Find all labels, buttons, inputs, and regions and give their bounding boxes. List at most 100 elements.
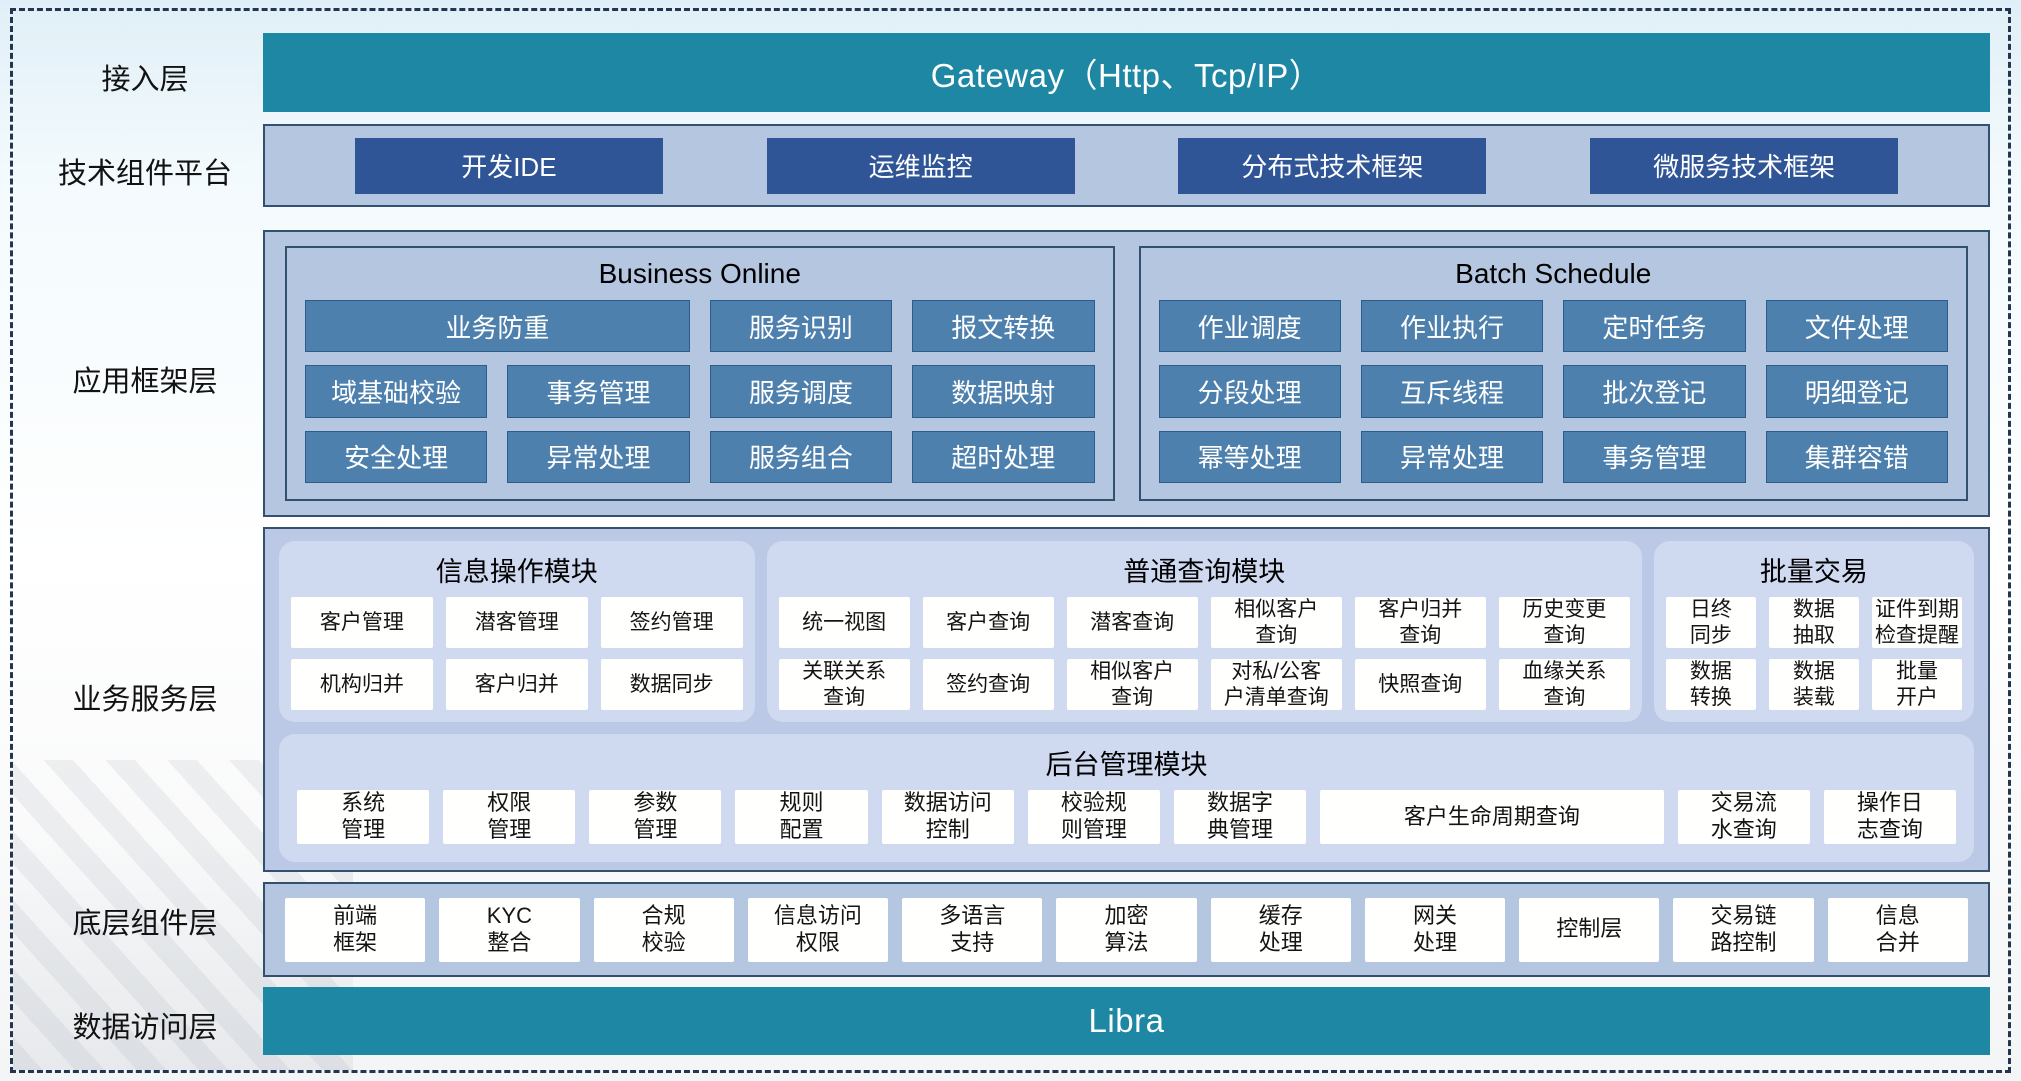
panel-title: Business Online (598, 258, 801, 289)
framework-module-box: 文件处理 (1765, 300, 1948, 353)
framework-module-box: 事务管理 (1563, 430, 1746, 483)
base-component-box: 信息 合并 (1827, 897, 1968, 962)
business-service-band: 信息操作模块客户管理潜客管理签约管理机构归并客户归并数据同步 普通查询模块统一视图… (263, 527, 1990, 872)
module-card: 信息操作模块客户管理潜客管理签约管理机构归并客户归并数据同步 (279, 541, 755, 723)
panel-business-online: Business Online 业务防重服务识别报文转换域基础校验事务管理服务调… (285, 246, 1115, 501)
service-box: 客户查询 (922, 597, 1054, 649)
service-box: 关联关系 查询 (778, 659, 910, 711)
module-card: 普通查询模块统一视图客户查询潜客查询相似客户 查询客户归并 查询历史变更 查询关… (766, 541, 1642, 723)
module-card: 批量交易日终 同步数据 抽取证件到期 检查提醒数据 转换数据 装载批量 开户 (1653, 541, 1974, 723)
layer-label-tech: 技术组件平台 (57, 158, 232, 190)
framework-module-box: 业务防重 (305, 300, 690, 353)
service-box: 客户归并 (445, 659, 588, 711)
framework-module-box: 作业执行 (1360, 300, 1544, 353)
service-box: 潜客查询 (1066, 597, 1198, 649)
service-box: 数据 抽取 (1768, 597, 1859, 649)
service-box: 签约查询 (922, 659, 1054, 711)
libra-bar: Libra (263, 987, 1990, 1055)
layer-label-base: 底层组件层 (72, 908, 218, 940)
panel-title: Batch Schedule (1455, 258, 1652, 289)
base-component-box: 控制层 (1519, 897, 1660, 962)
framework-module-box: 超时处理 (912, 430, 1095, 483)
framework-module-box: 分段处理 (1158, 365, 1341, 418)
service-box: 客户生命周期查询 (1320, 790, 1664, 845)
framework-module-box: 域基础校验 (305, 365, 488, 418)
framework-module-box: 数据映射 (912, 365, 1095, 418)
framework-module-box: 服务调度 (709, 365, 893, 418)
service-box: 相似客户 查询 (1210, 597, 1342, 649)
app-framework-band: Business Online 业务防重服务识别报文转换域基础校验事务管理服务调… (263, 230, 1990, 517)
admin-buttons-row: 系统 管理权限 管理参数 管理规则 配置数据访问 控制校验规 则管理数据字 典管… (291, 790, 1962, 850)
panel-batch-schedule: Batch Schedule 作业调度作业执行定时任务文件处理分段处理互斥线程批… (1138, 246, 1968, 501)
framework-module-box: 服务识别 (709, 300, 893, 353)
framework-module-box: 事务管理 (507, 365, 690, 418)
service-box: 规则 配置 (735, 790, 868, 845)
service-box: 数据访问 控制 (881, 790, 1014, 845)
framework-module-box: 作业调度 (1158, 300, 1341, 353)
layer-label-biz: 业务服务层 (72, 684, 218, 716)
framework-module-box: 明细登记 (1765, 365, 1948, 418)
service-box: 客户管理 (291, 597, 433, 649)
framework-module-box: 异常处理 (1360, 430, 1544, 483)
tech-component-box: 开发IDE (354, 137, 663, 194)
layer-label-data: 数据访问层 (72, 1012, 218, 1044)
base-component-box: 加密 算法 (1056, 897, 1197, 962)
layer-label-app: 应用框架层 (72, 366, 218, 398)
framework-module-box: 定时任务 (1563, 300, 1746, 353)
layer-label-access: 接入层 (101, 64, 189, 96)
service-box: 机构归并 (291, 659, 433, 711)
service-box: 签约管理 (600, 597, 743, 649)
base-component-box: 多语言 支持 (902, 897, 1043, 962)
framework-module-box: 互斥线程 (1360, 365, 1544, 418)
service-box: 血缘关系 查询 (1498, 659, 1630, 711)
base-component-box: 网关 处理 (1364, 897, 1506, 962)
service-box: 快照查询 (1354, 659, 1486, 711)
service-box: 统一视图 (778, 597, 910, 649)
module-grid: 日终 同步数据 抽取证件到期 检查提醒数据 转换数据 装载批量 开户 (1665, 597, 1962, 711)
base-component-box: 前端 框架 (285, 897, 426, 962)
tech-component-box: 分布式技术框架 (1178, 137, 1487, 194)
service-box: 参数 管理 (589, 790, 722, 845)
base-component-box: 交易链 路控制 (1673, 897, 1814, 962)
framework-module-box: 服务组合 (709, 430, 893, 483)
module-grid: 客户管理潜客管理签约管理机构归并客户归并数据同步 (291, 597, 743, 711)
service-box: 对私/公客 户清单查询 (1210, 659, 1342, 711)
admin-module-card: 后台管理模块 系统 管理权限 管理参数 管理规则 配置数据访问 控制校验规 则管… (279, 734, 1974, 863)
module-grid: 统一视图客户查询潜客查询相似客户 查询客户归并 查询历史变更 查询关联关系 查询… (778, 597, 1630, 711)
service-cards-row: 信息操作模块客户管理潜客管理签约管理机构归并客户归并数据同步 普通查询模块统一视图… (279, 541, 1974, 723)
base-component-box: 缓存 处理 (1210, 897, 1351, 962)
service-box: 数据 装载 (1768, 659, 1859, 711)
service-box: 数据 转换 (1665, 659, 1756, 711)
base-component-box: 合规 校验 (593, 897, 734, 962)
framework-module-box: 幂等处理 (1158, 430, 1341, 483)
module-title: 后台管理模块 (1045, 750, 1208, 781)
module-title: 信息操作模块 (435, 557, 598, 587)
service-box: 权限 管理 (443, 790, 576, 845)
service-box: 操作日 志查询 (1823, 790, 1957, 845)
tech-component-box: 运维监控 (766, 137, 1075, 194)
framework-module-box: 报文转换 (912, 300, 1095, 353)
service-box: 证件到期 检查提醒 (1871, 597, 1962, 649)
service-box: 相似客户 查询 (1066, 659, 1198, 711)
tech-platform-band: 开发IDE 运维监控 分布式技术框架 微服务技术框架 (263, 124, 1990, 207)
service-box: 校验规 则管理 (1027, 790, 1160, 845)
service-box: 历史变更 查询 (1498, 597, 1630, 649)
framework-module-box: 异常处理 (507, 430, 690, 483)
base-component-box: KYC 整合 (439, 897, 580, 962)
module-title: 批量交易 (1759, 557, 1868, 587)
batch-schedule-grid: 作业调度作业执行定时任务文件处理分段处理互斥线程批次登记明细登记幂等处理异常处理… (1158, 300, 1948, 483)
framework-module-box: 安全处理 (305, 430, 488, 483)
gateway-bar: Gateway（Http、Tcp/IP） (263, 33, 1990, 112)
service-box: 批量 开户 (1871, 659, 1962, 711)
business-online-grid: 业务防重服务识别报文转换域基础校验事务管理服务调度数据映射安全处理异常处理服务组… (305, 300, 1095, 483)
framework-module-box: 批次登记 (1563, 365, 1746, 418)
service-box: 潜客管理 (445, 597, 588, 649)
service-box: 数据字 典管理 (1173, 790, 1307, 845)
module-title: 普通查询模块 (1123, 557, 1286, 587)
service-box: 数据同步 (600, 659, 743, 711)
framework-module-box: 集群容错 (1765, 430, 1948, 483)
tech-component-box: 微服务技术框架 (1590, 137, 1899, 194)
base-component-box: 信息访问 权限 (747, 897, 889, 962)
service-box: 交易流 水查询 (1677, 790, 1810, 845)
